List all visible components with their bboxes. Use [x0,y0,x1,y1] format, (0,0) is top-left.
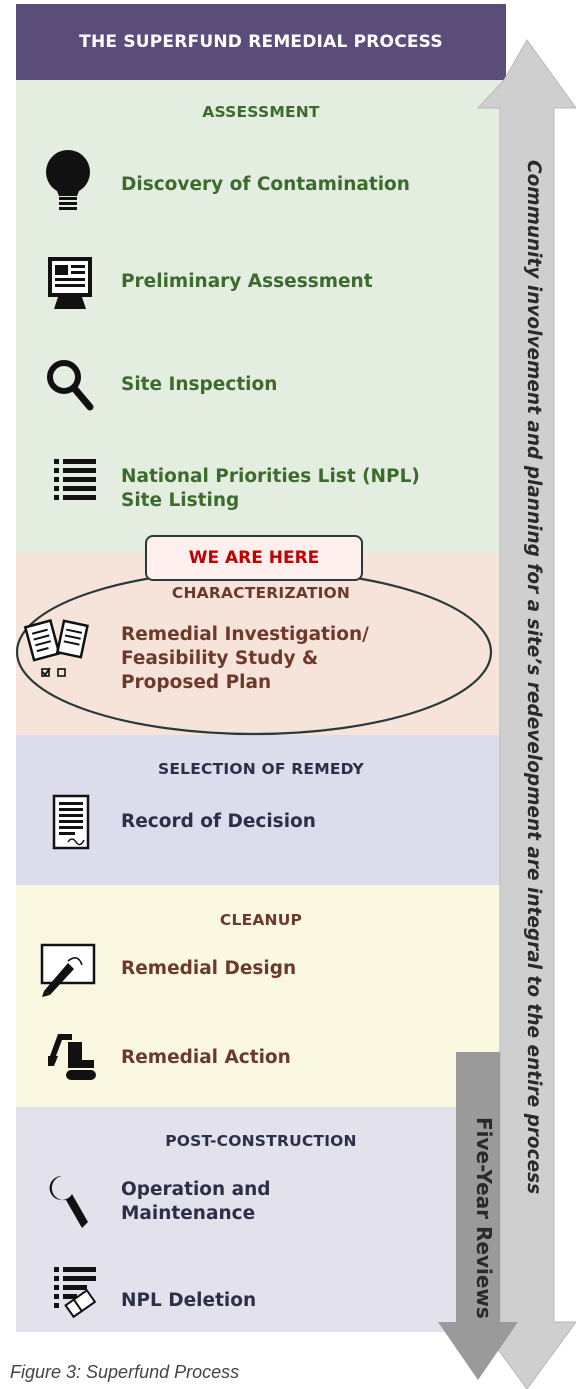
post-construction-section [16,1107,506,1332]
characterization-heading: CHARACTERIZATION [171,584,351,602]
selection-section [16,735,506,885]
characterization-section [16,553,506,735]
step-label: Remedial Action [121,1047,291,1068]
step-label: Preliminary Assessment [121,271,373,292]
we-are-here-callout: WE ARE HERE [145,535,363,581]
assessment-section [16,80,506,553]
step-label: Remedial Investigation/ Feasibility Stud… [121,624,369,693]
step-label: NPL Deletion [121,1290,257,1311]
step-label: Operation and Maintenance [121,1179,271,1224]
cleanup-section [16,885,506,1107]
monitor-icon [48,257,92,309]
cleanup-heading: CLEANUP [219,911,303,929]
step-label: Site Inspection [121,374,278,395]
drawing-board-icon [40,943,96,997]
excavator-icon [48,1034,96,1080]
step-label: Discovery of Contamination [121,174,410,195]
lightbulb-icon [46,150,90,210]
signed-document-icon [52,794,90,850]
step-label: National Priorities List (NPL) Site List… [121,466,420,511]
step-label: Record of Decision [121,811,316,832]
process-title: THE SUPERFUND REMEDIAL PROCESS [16,4,506,80]
step-label: Remedial Design [121,958,297,979]
figure-caption: Figure 3: Superfund Process [10,1362,240,1382]
assessment-heading: ASSESSMENT [202,103,320,121]
selection-heading: SELECTION OF REMEDY [158,760,364,778]
documents-checklist-icon [23,619,89,677]
list-eraser-icon [54,1267,96,1319]
wrench-icon [49,1175,88,1228]
post-construction-heading: POST-CONSTRUCTION [165,1132,357,1150]
list-icon [54,459,96,500]
magnifier-icon [47,360,94,411]
